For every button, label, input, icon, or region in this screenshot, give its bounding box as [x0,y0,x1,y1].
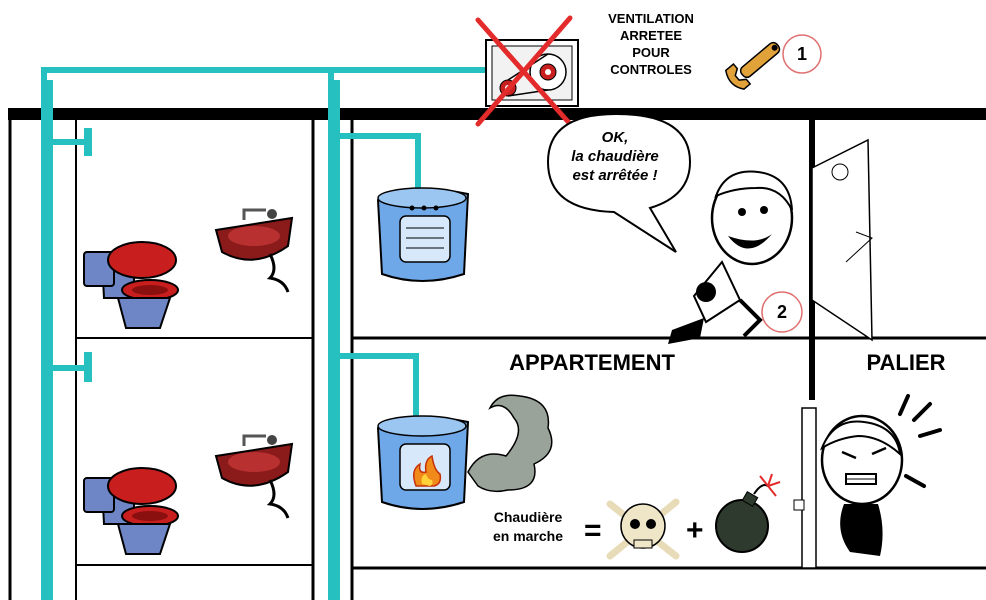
boiler-running-icon [378,416,468,509]
step-1-label: 1 [782,34,822,74]
smoke-cloud [468,395,552,491]
boiler-running-label: Chaudière en marche [472,508,584,546]
speech-bubble-text: OK, la chaudière est arrêtée ! [548,128,682,185]
equals-sign: = [584,514,602,548]
toilet-icon [84,242,178,328]
step-1-number: 1 [782,34,822,74]
plus-sign: + [686,514,704,548]
ventilation-stopped-label: VENTILATION ARRETEE POUR CONTROLES [578,10,724,78]
bomb-icon [716,474,780,552]
landing-label: PALIER [826,350,986,376]
wrench-icon [723,34,785,92]
toilet-icon [84,468,178,554]
apartment-label: APPARTEMENT [462,350,722,376]
boiler-icon [378,188,468,281]
step-2-label: 2 [762,292,802,332]
scared-person-illustration [822,396,940,556]
sink-icon [216,209,292,292]
sink-icon [216,435,292,518]
step-2-number: 2 [762,292,802,332]
skull-crossbones-icon [610,502,676,556]
